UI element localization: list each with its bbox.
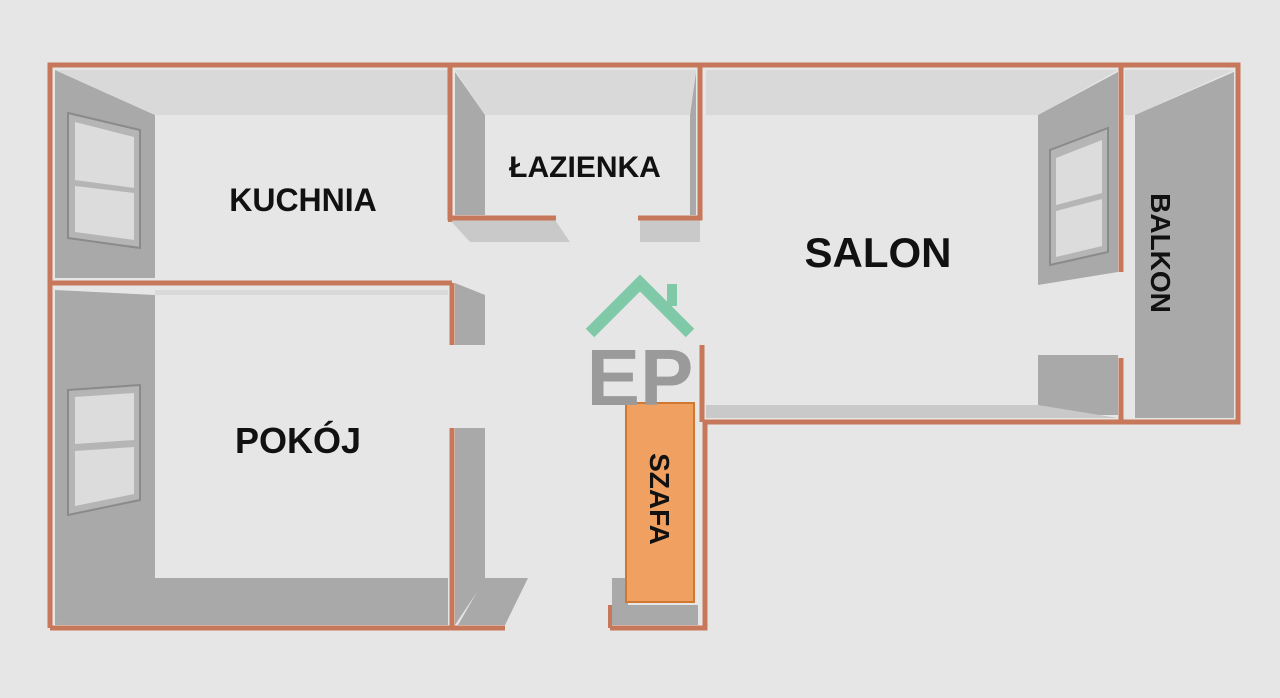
- ceiling-strips: [55, 70, 1234, 295]
- wardrobe: [625, 402, 695, 603]
- room-label-living-room: SALON: [805, 229, 952, 276]
- room-label-bedroom: POKÓJ: [235, 419, 361, 461]
- logo-watermark: EP: [585, 274, 695, 422]
- room-label-balcony: BALKON: [1145, 193, 1176, 313]
- window-bedroom: [67, 383, 141, 517]
- room-label-kitchen: KUCHNIA: [229, 182, 377, 218]
- wall-edges: [448, 200, 612, 628]
- window-salon: [1049, 126, 1109, 267]
- logo-text: EP: [587, 333, 694, 422]
- room-label-wardrobe: SZAFA: [644, 453, 675, 545]
- logo-roof-icon: [585, 274, 695, 338]
- window-kitchen: [67, 111, 141, 250]
- walls: [47, 62, 1241, 631]
- room-label-bathroom: ŁAZIENKA: [509, 151, 661, 184]
